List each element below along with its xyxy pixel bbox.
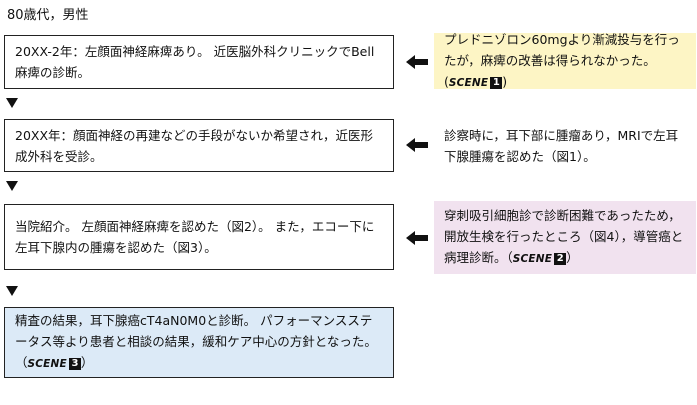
down-arrow-icon: [6, 286, 18, 296]
flow-box-3: 当院紹介。 左顔面神経麻痺を認めた（図2）。 また，エコー下に左耳下腺内の腫瘍を…: [4, 204, 394, 270]
scene-number-2: 2: [554, 253, 567, 265]
flow-box-1-text: 20XX-2年：左顔面神経麻痺あり。 近医脳外科クリニックでBell麻痺の診断。: [15, 44, 375, 80]
down-arrow-icon: [6, 181, 18, 191]
left-arrow-icon: [406, 138, 428, 152]
flow-box-3-text: 当院紹介。 左顔面神経麻痺を認めた（図2）。 また，エコー下に左耳下腺内の腫瘍を…: [15, 219, 375, 255]
note-3: 穿刺吸引細胞診で診断困難であったため，開放生検を行ったところ（図4），導管癌と病…: [434, 201, 696, 274]
patient-header: 80歳代，男性: [7, 8, 89, 23]
note-1-text: プレドニゾロン60mgより漸減投与を行ったが，麻痺の改善は得られなかった。(SC…: [444, 31, 680, 89]
scene-tag-1: SCENE: [448, 76, 489, 89]
flow-box-4: 精査の結果，耳下腺癌cT4aN0M0と診断。 パフォーマンスステータス等より患者…: [4, 307, 394, 378]
left-arrow-icon: [406, 231, 428, 245]
note-2-text: 診察時に，耳下部に腫瘤あり，MRIで左耳下腺腫瘍を認めた（図1）。: [444, 127, 679, 164]
note-2: 診察時に，耳下部に腫瘤あり，MRIで左耳下腺腫瘍を認めた（図1）。: [434, 119, 696, 172]
scene-number-1: 1: [490, 76, 503, 89]
flow-box-2: 20XX年：顔面神経の再建などの手段がないか希望され，近医形成外科を受診。: [4, 119, 394, 172]
note-1: プレドニゾロン60mgより漸減投与を行ったが，麻痺の改善は得られなかった。(SC…: [434, 32, 696, 89]
scene-tag-3: SCENE: [27, 358, 67, 370]
flow-box-2-text: 20XX年：顔面神経の再建などの手段がないか希望され，近医形成外科を受診。: [15, 127, 374, 164]
scene-tag-2: SCENE: [512, 253, 553, 265]
left-arrow-icon: [406, 55, 428, 69]
flow-box-4-text: 精査の結果，耳下腺癌cT4aN0M0と診断。 パフォーマンスステータス等より患者…: [15, 313, 377, 370]
flow-box-1: 20XX-2年：左顔面神経麻痺あり。 近医脳外科クリニックでBell麻痺の診断。: [4, 35, 394, 89]
note-3-text: 穿刺吸引細胞診で診断困難であったため，開放生検を行ったところ（図4），導管癌と病…: [444, 208, 684, 265]
down-arrow-icon: [6, 98, 18, 108]
scene-number-3: 3: [68, 358, 81, 370]
